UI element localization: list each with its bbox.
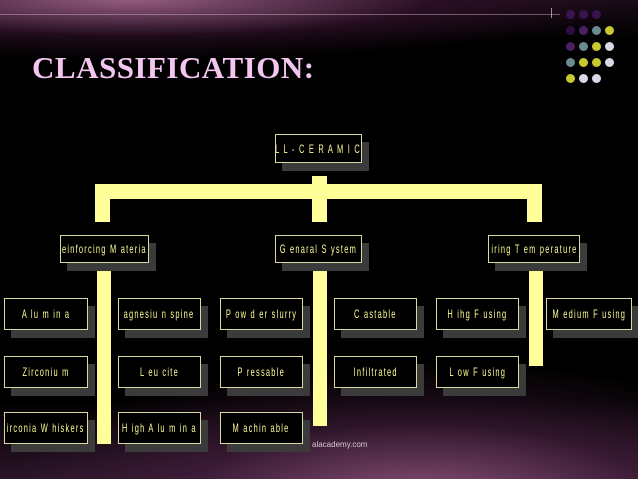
leaf-high-fusing: H ihg F using (436, 298, 519, 330)
leaf-zirconium: Zirconiu m (4, 356, 88, 388)
leaf-label: agnesiu n spine (124, 307, 195, 321)
decorative-dot (592, 58, 601, 67)
leaf-label: A lu m in a (21, 307, 71, 321)
leaf-label: Zirconiu m (22, 365, 70, 379)
leaf-zirconia-whiskers: irconia W hiskers (4, 412, 88, 444)
decorative-dot (592, 10, 601, 19)
decorative-dot (605, 58, 614, 67)
top-rule (0, 14, 560, 15)
slide-title: CLASSIFICATION: (32, 50, 315, 85)
leaf-label: M achin able (232, 421, 291, 435)
top-rule-tick (551, 8, 552, 18)
watermark-text: alacademy.com (312, 440, 368, 449)
connector-col3-vertical (529, 266, 543, 366)
decorative-dot (579, 26, 588, 35)
decorative-dot (579, 10, 588, 19)
connector-left-drop (95, 184, 110, 222)
leaf-infiltrated: Infiltrated (334, 356, 417, 388)
leaf-machinable: M achin able (220, 412, 303, 444)
leaf-label: M edium F using (552, 307, 626, 321)
category-reinforcing-material: einforcing M ateria (60, 235, 149, 263)
leaf-label: L eu cite (139, 365, 179, 379)
decorative-dot (566, 26, 575, 35)
leaf-label: H ihg F using (447, 307, 508, 321)
leaf-label: Infiltrated (353, 365, 398, 379)
leaf-leucite: L eu cite (118, 356, 201, 388)
leaf-label: H igh A lu m in a (122, 421, 197, 435)
decorative-dot (566, 10, 575, 19)
leaf-label: irconia W hiskers (7, 421, 85, 435)
leaf-pressable: P ressable (220, 356, 303, 388)
decorative-dot (605, 26, 614, 35)
decorative-dot (566, 42, 575, 51)
decorative-dot (579, 58, 588, 67)
decorative-dot (592, 42, 601, 51)
decorative-dot (605, 42, 614, 51)
decorative-dot (579, 74, 588, 83)
decorative-dot-grid (566, 10, 618, 102)
decorative-dot (566, 58, 575, 67)
root-node-label: A L L - C E R A M I C S (275, 141, 362, 156)
decorative-dot (566, 74, 575, 83)
leaf-label: L ow F using (449, 365, 506, 379)
leaf-alumina: A lu m in a (4, 298, 88, 330)
connector-right-drop (527, 184, 542, 222)
category-firing-temperature: iring T em perature (488, 235, 580, 263)
leaf-castable: C astable (334, 298, 417, 330)
leaf-low-fusing: L ow F using (436, 356, 519, 388)
diagram-root-node: A L L - C E R A M I C S (275, 134, 362, 163)
leaf-magnesium-spinel: agnesiu n spine (118, 298, 201, 330)
category-label: iring T em perature (490, 242, 578, 256)
category-label: G enaral S ystem (279, 242, 358, 256)
category-general-system: G enaral S ystem (275, 235, 362, 263)
connector-col2-vertical (313, 266, 327, 426)
decorative-dot (592, 74, 601, 83)
leaf-medium-fusing: M edium F using (546, 298, 632, 330)
connector-col1-vertical (97, 266, 111, 444)
decorative-dot (579, 42, 588, 51)
decorative-dot (592, 26, 601, 35)
category-label: einforcing M ateria (62, 242, 147, 256)
leaf-powder-slurry: P ow d er slurry (220, 298, 303, 330)
connector-middle-drop (312, 184, 327, 222)
leaf-label: P ow d er slurry (225, 307, 298, 321)
leaf-label: P ressable (237, 365, 286, 379)
leaf-label: C astable (354, 307, 397, 321)
leaf-high-alumina: H igh A lu m in a (118, 412, 201, 444)
